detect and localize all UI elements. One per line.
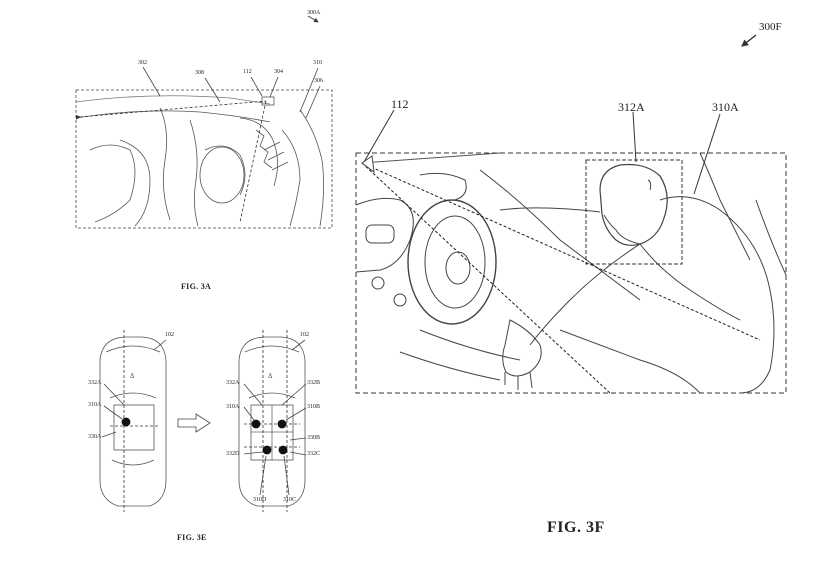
fig3a-reference-300A: 300A (307, 10, 321, 16)
fig3f-label-310A: 310A (712, 100, 739, 114)
fig3e-right-label-330B: 330B (307, 435, 321, 441)
fig3e-right-occupant-310B (277, 419, 287, 429)
fig3e-right-label-310B: 310B (307, 404, 321, 410)
fig3f-detection-box-312A (585, 159, 683, 265)
fig3f-label-312A: 312A (618, 100, 645, 114)
fig3e-left-label-102: 102 (165, 332, 174, 338)
fig3e-left-occupant-310A (121, 417, 131, 427)
fig3a-frame (75, 89, 333, 229)
fig3e-right-occupant-310D (262, 445, 272, 455)
fig3a-caption: FIG. 3A (181, 282, 212, 291)
fig3e-right-label-332D: 332D (226, 451, 240, 457)
fig3f-steering-wheel (407, 199, 497, 325)
fig3a-label-302: 302 (138, 60, 147, 66)
fig3a-label-304: 304 (274, 69, 283, 75)
fig3a-drawing (75, 15, 333, 229)
fig3e-right-label-310C: 310C (283, 497, 297, 503)
fig3e-left-car-body (99, 336, 167, 507)
fig3e-transition-arrow (177, 413, 211, 433)
svg-text:Δ: Δ (130, 373, 135, 380)
fig3f-caption: FIG. 3F (547, 519, 605, 536)
fig3e-right-label-310D: 310D (253, 497, 267, 503)
fig3e-right-occupant-310C (278, 445, 288, 455)
fig3f-reference-300F: 300F (759, 21, 782, 33)
fig3e-right-label-332A: 332A (226, 380, 240, 386)
fig3e-drawing: Δ Δ (99, 330, 307, 512)
fig3e-left-label-330A: 330A (88, 434, 102, 440)
fig3e-right-occupant-310A (251, 419, 261, 429)
fig3e-left-label-332A: 332A (88, 380, 102, 386)
fig3e-right-label-332B: 332B (307, 380, 321, 386)
fig3e-right-label-332C: 332C (307, 451, 321, 457)
svg-text:Δ: Δ (268, 373, 273, 380)
fig3a-label-306: 306 (314, 78, 323, 84)
fig3e-right-car-body (238, 336, 306, 507)
fig3e-right-label-310A: 310A (226, 404, 240, 410)
fig3f-drawing (355, 34, 787, 394)
fig3f-occupant-head (599, 163, 668, 246)
fig3e-right-label-102: 102 (300, 332, 309, 338)
fig3e-left-label-310A: 310A (88, 402, 102, 408)
fig3a-label-310: 310 (313, 60, 322, 66)
fig3f-label-112: 112 (391, 97, 409, 111)
fig3f-frame (355, 152, 787, 394)
fig3a-label-308: 308 (195, 70, 204, 76)
fig3a-label-112: 112 (243, 69, 252, 75)
fig3e-caption: FIG. 3E (177, 533, 207, 542)
